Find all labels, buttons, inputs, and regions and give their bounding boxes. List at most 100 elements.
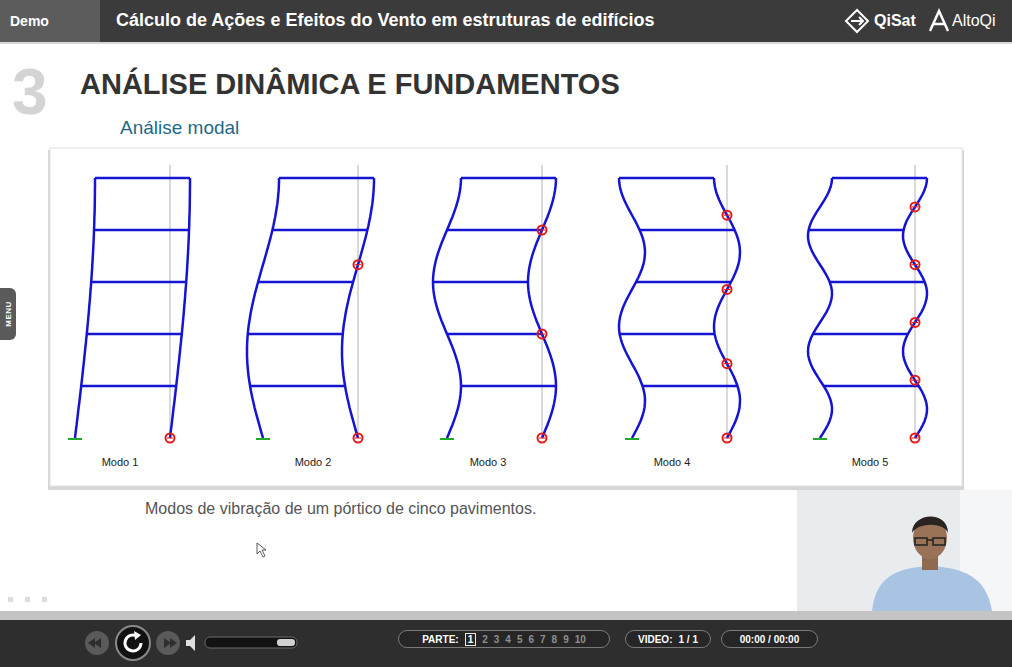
vibration-node	[911, 318, 920, 327]
part-number: 1	[468, 634, 474, 645]
vibration-node-mark	[912, 264, 918, 265]
left-column	[75, 178, 95, 438]
presenter-hair	[912, 516, 948, 533]
vibration-node	[911, 260, 920, 269]
video-counter: VIDEO:1 / 1	[625, 630, 711, 648]
menu-tab: MENU	[0, 288, 16, 340]
forward-button	[156, 631, 180, 655]
vibration-node	[911, 434, 920, 443]
vibration-node	[538, 226, 547, 235]
left-column	[808, 178, 832, 438]
vibration-node	[911, 376, 920, 385]
tab-text: Demo	[10, 13, 49, 29]
vibration-node	[538, 330, 547, 339]
replay-arrowhead	[134, 631, 141, 640]
vibration-node-mark	[724, 438, 730, 439]
reference-line	[727, 165, 728, 438]
part-number: 2	[482, 634, 488, 645]
vibration-node-mark	[539, 230, 545, 231]
vibration-node-mark	[724, 289, 730, 290]
floor-beam	[250, 385, 345, 388]
part-selector: PARTE:12345678910	[398, 630, 610, 648]
vibration-node	[723, 434, 732, 443]
tab-text: MENU	[4, 301, 13, 327]
qisat-diamond	[846, 10, 868, 32]
figure-panel	[50, 148, 962, 486]
presenter-glasses	[915, 538, 945, 545]
right-column	[342, 178, 374, 438]
floor-beam	[433, 281, 528, 284]
vibration-node	[538, 434, 547, 443]
vibration-node	[911, 202, 920, 211]
part-number: 4	[505, 634, 511, 645]
floor-beam	[813, 333, 908, 336]
left-column	[619, 178, 645, 438]
reference-line	[542, 165, 543, 438]
replay-button	[116, 626, 150, 660]
floor-beam	[447, 333, 542, 336]
reference-line	[170, 165, 171, 438]
volume-level	[277, 639, 295, 646]
side-dot	[42, 597, 47, 602]
side-dot	[25, 597, 30, 602]
vibration-node	[723, 285, 732, 294]
brand-name: QiSat	[874, 12, 916, 30]
vibration-node-mark	[724, 215, 730, 216]
fixed-support	[440, 438, 454, 440]
pill-value: 1 / 1	[678, 634, 697, 645]
vibration-node	[354, 260, 363, 269]
vibration-node-mark	[167, 438, 173, 439]
vibration-node	[166, 434, 175, 443]
vibration-node-mark	[355, 264, 361, 265]
mode-label: Modo 5	[830, 456, 910, 469]
progress-strip	[0, 611, 1012, 620]
qisat-icon	[846, 10, 868, 32]
left-column	[433, 178, 461, 438]
fixed-support	[68, 438, 82, 440]
time-value: 00:00 / 00:00	[740, 634, 800, 645]
side-dot	[8, 597, 13, 602]
subheading: Análise modal	[120, 117, 239, 139]
vibration-node	[354, 434, 363, 443]
right-column	[170, 178, 190, 438]
right-column	[528, 178, 556, 438]
brand-name: AltoQi	[952, 12, 996, 30]
mode-label: Modo 3	[448, 456, 528, 469]
vibration-node-mark	[355, 438, 361, 439]
fixed-support	[256, 438, 270, 440]
part-number: 10	[575, 634, 586, 645]
vibration-node	[723, 211, 732, 220]
floor-beam	[94, 229, 189, 232]
floor-beam	[620, 333, 715, 336]
replay-arc	[125, 635, 141, 651]
part-number: 7	[540, 634, 546, 645]
floor-beam	[809, 229, 904, 232]
floor-beam	[619, 177, 714, 180]
side-controls	[8, 597, 47, 602]
floor-beam	[461, 385, 556, 388]
part-number: 8	[552, 634, 558, 645]
vibration-node-mark	[912, 380, 918, 381]
rewind-button	[85, 631, 109, 655]
presenter-head	[913, 517, 947, 559]
floor-beam	[87, 333, 182, 336]
floor-beam	[248, 333, 343, 336]
vibration-node-mark	[912, 322, 918, 323]
floor-beam	[636, 281, 731, 284]
floor-beam	[824, 385, 919, 388]
volume-track	[205, 637, 297, 648]
mode-label: Modo 1	[80, 456, 160, 469]
floor-beam	[640, 229, 735, 232]
floor-beam	[447, 229, 542, 232]
reference-line	[358, 165, 359, 438]
floor-beam	[258, 281, 353, 284]
fixed-support	[813, 438, 827, 440]
vibration-node-mark	[539, 438, 545, 439]
floor-beam	[461, 177, 556, 180]
right-column	[903, 178, 927, 438]
video-ground	[797, 490, 1012, 611]
part-number: 6	[528, 634, 534, 645]
mode-shapes	[68, 165, 927, 443]
floor-beam	[95, 177, 190, 180]
